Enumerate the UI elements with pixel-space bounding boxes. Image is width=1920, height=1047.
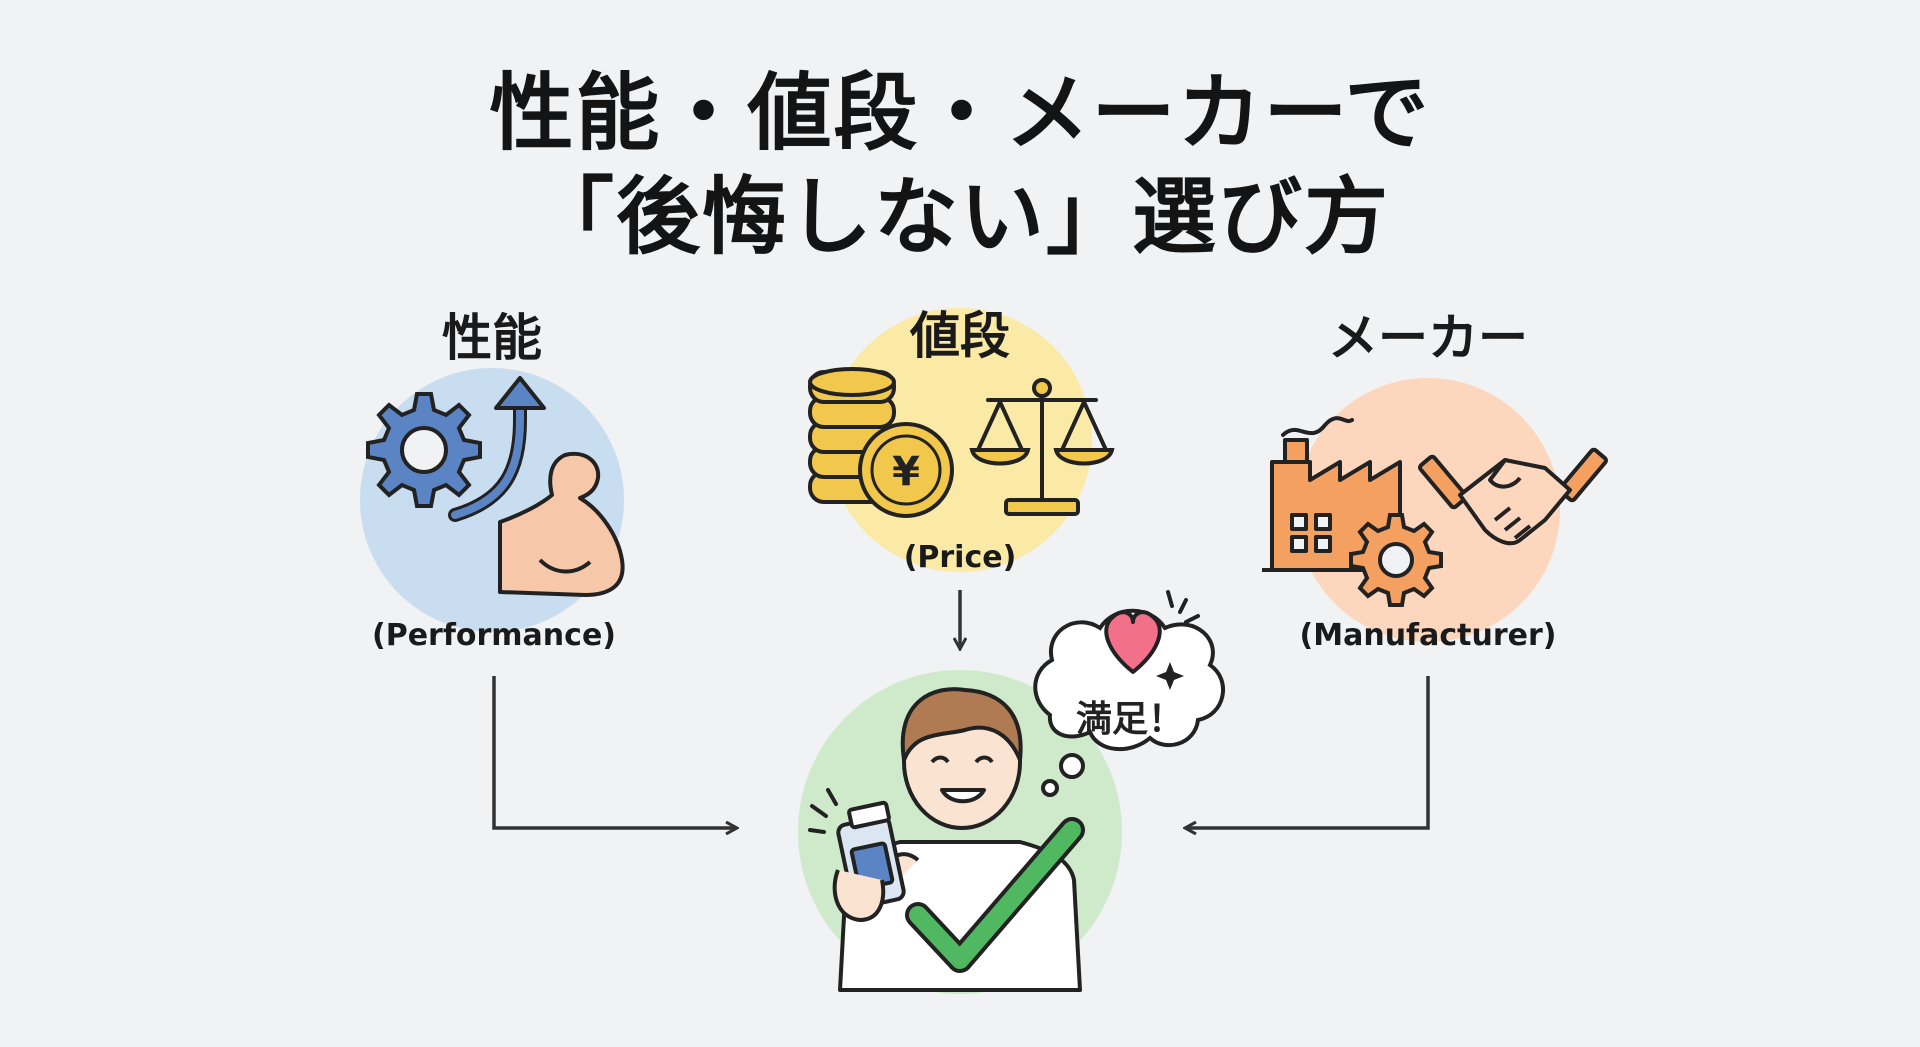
star-sparkle-icon	[1156, 662, 1184, 690]
manufacturer-circle	[1296, 378, 1560, 642]
bottle-icon	[832, 800, 906, 922]
performance-label: 性能	[442, 309, 542, 367]
page-title-line2: 「後悔しない」選び方	[529, 168, 1390, 266]
arrow-manufacturer-to-result	[1186, 676, 1430, 828]
svg-text:¥: ¥	[892, 449, 920, 495]
page-title-line1: 性能・値段・メーカーで	[489, 64, 1431, 162]
handshake-icon	[1417, 447, 1609, 546]
rising-arrow-icon	[448, 376, 546, 522]
flexed-arm-icon	[498, 451, 625, 597]
heart-icon	[1104, 610, 1162, 674]
price-label: 値段	[910, 307, 1010, 365]
burst-lines-icon	[1166, 590, 1200, 624]
sparkle-lines-icon	[808, 788, 838, 834]
balance-scale-icon	[969, 378, 1115, 516]
satisfaction-text: 満足！	[1075, 699, 1185, 740]
gear-icon	[366, 392, 482, 508]
manufacturer-node	[1262, 378, 1609, 642]
thought-bubble	[1033, 590, 1226, 797]
manufacturer-label: メーカー	[1328, 309, 1528, 367]
checkmark-icon	[905, 817, 1085, 973]
result-node	[798, 670, 1122, 994]
arrow-performance-to-result	[492, 676, 736, 828]
price-node: ¥	[808, 308, 1115, 572]
yen-coin-icon: ¥	[858, 422, 954, 518]
factory-gear-icon	[1349, 513, 1443, 607]
performance-sublabel: (Performance)	[372, 618, 616, 653]
manufacturer-sublabel: (Manufacturer)	[1299, 618, 1557, 653]
performance-node	[360, 368, 625, 632]
price-sublabel: (Price)	[903, 540, 1017, 575]
